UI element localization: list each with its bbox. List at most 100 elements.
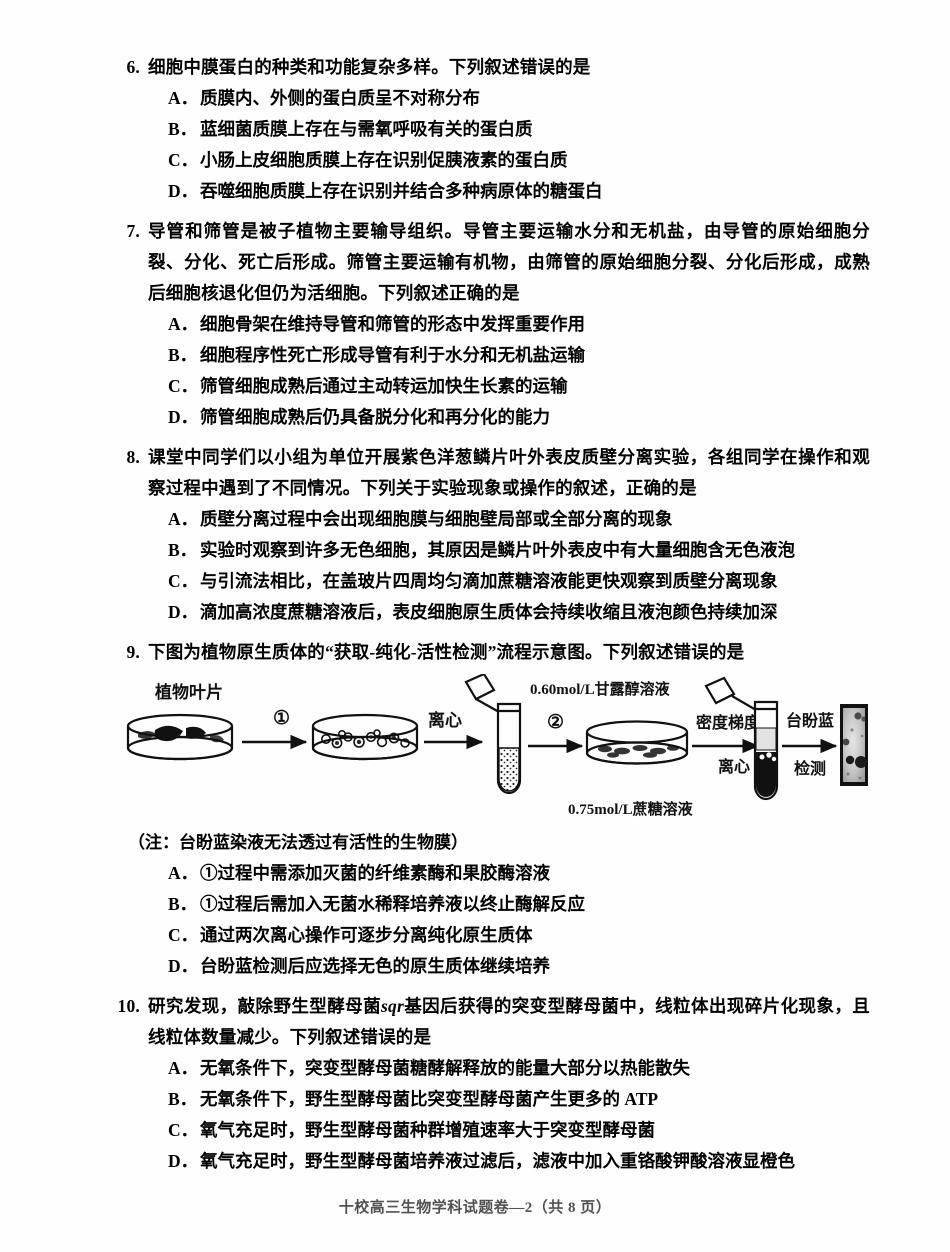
option-6-B-letter: B． (168, 119, 198, 139)
page-footer: 十校高三生物学科试题卷—2（共 8 页） (338, 1200, 612, 1216)
option-9-C-text: 通过两次离心操作可逐步分离纯化原生质体 (200, 925, 533, 945)
option-8-A-text: 质壁分离过程中会出现细胞膜与细胞壁局部或全部分离的现象 (200, 509, 673, 529)
question-8-options: A． 质壁分离过程中会出现细胞膜与细胞壁局部或全部分离的现象 B． 实验时观察到… (110, 504, 870, 628)
question-6-number: 6. (126, 57, 140, 77)
question-8-header: 8. 课堂中同学们以小组为单位开展紫色洋葱鳞片叶外表皮质壁分离实验，各组同学在操… (110, 442, 870, 504)
option-9-B-text: ①过程后需加入无菌水稀释培养液以终止酶解反应 (200, 894, 585, 914)
option-6-D[interactable]: D． 吞噬细胞质膜上存在识别并结合多种病原体的糖蛋白 (110, 176, 870, 207)
option-6-C-text: 小肠上皮细胞质膜上存在识别促胰液素的蛋白质 (200, 150, 568, 170)
option-6-B-text: 蓝细菌质膜上存在与需氧呼吸有关的蛋白质 (200, 119, 533, 139)
question-9-options: A． ①过程中需添加灭菌的纤维素酶和果胶酶溶液 B． ①过程后需加入无菌水稀释培… (110, 858, 870, 982)
question-9-stem: 下图为植物原生质体的“获取-纯化-活性检测”流程示意图。下列叙述错误的是 (148, 642, 745, 662)
question-10-number: 10. (117, 996, 140, 1016)
option-7-B[interactable]: B． 细胞程序性死亡形成导管有利于水分和无机盐运输 (110, 340, 870, 371)
question-8-stem: 课堂中同学们以小组为单位开展紫色洋葱鳞片叶外表皮质壁分离实验，各组同学在操作和观… (148, 447, 870, 498)
tube-2-protoplast-band (759, 752, 777, 762)
option-10-D[interactable]: D． 氧气充足时，野生型酵母菌培养液过滤后，滤液中加入重铬酸钾酸溶液显橙色 (110, 1146, 870, 1177)
option-9-B[interactable]: B． ①过程后需加入无菌水稀释培养液以终止酶解反应 (110, 889, 870, 920)
option-8-D-letter: D． (168, 602, 199, 622)
protoplast-cells-dish (321, 729, 410, 749)
option-8-B[interactable]: B． 实验时观察到许多无色细胞，其原因是鳞片叶外表皮中有大量细胞含无色液泡 (110, 535, 870, 566)
question-6-options: A． 质膜内、外侧的蛋白质呈不对称分布 B． 蓝细菌质膜上存在与需氧呼吸有关的蛋… (110, 83, 870, 207)
option-9-D[interactable]: D． 台盼蓝检测后应选择无色的原生质体继续培养 (110, 951, 870, 982)
option-7-D[interactable]: D． 筛管细胞成熟后仍具备脱分化和再分化的能力 (110, 402, 870, 433)
option-6-A-text: 质膜内、外侧的蛋白质呈不对称分布 (200, 88, 480, 108)
option-6-D-letter: D． (168, 181, 199, 201)
option-10-A-letter: A． (168, 1058, 199, 1078)
option-8-B-letter: B． (168, 540, 198, 560)
question-10-header: 10. 研究发现，敲除野生型酵母菌sqr基因后获得的突变型酵母菌中，线粒体出现碎… (110, 991, 870, 1053)
figure-label-plant-leaf: 植物叶片 (155, 682, 223, 702)
option-10-C[interactable]: C． 氧气充足时，野生型酵母菌种群增殖速率大于突变型酵母菌 (110, 1115, 870, 1146)
tube-1-pellet (499, 748, 519, 791)
option-9-A-text: ①过程中需添加灭菌的纤维素酶和果胶酶溶液 (200, 863, 550, 883)
question-7-header: 7. 导管和筛管是被子植物主要输导组织。导管主要运输水分和无机盐，由导管的原始细… (110, 216, 870, 309)
option-6-C-letter: C． (168, 150, 199, 170)
petri-dish-protoplasts (311, 713, 419, 761)
question-6-header: 6. 细胞中膜蛋白的种类和功能复杂多样。下列叙述错误的是 (110, 52, 870, 83)
option-9-A[interactable]: A． ①过程中需添加灭菌的纤维素酶和果胶酶溶液 (110, 858, 870, 889)
option-7-B-text: 细胞程序性死亡形成导管有利于水分和无机盐运输 (200, 345, 585, 365)
option-6-C[interactable]: C． 小肠上皮细胞质膜上存在识别促胰液素的蛋白质 (110, 145, 870, 176)
question-10-stem-before: 研究发现，敲除野生型酵母菌 (148, 996, 381, 1016)
option-9-C[interactable]: C． 通过两次离心操作可逐步分离纯化原生质体 (110, 920, 870, 951)
option-10-D-text: 氧气充足时，野生型酵母菌培养液过滤后，滤液中加入重铬酸钾酸溶液显橙色 (200, 1151, 795, 1171)
option-8-B-text: 实验时观察到许多无色细胞，其原因是鳞片叶外表皮中有大量细胞含无色液泡 (200, 540, 795, 560)
option-10-B-text: 无氧条件下，野生型酵母菌比突变型酵母菌产生更多的 ATP (200, 1089, 659, 1109)
tube-1-pellet-outline (498, 747, 520, 792)
option-6-A[interactable]: A． 质膜内、外侧的蛋白质呈不对称分布 (110, 83, 870, 114)
option-8-C-letter: C． (168, 571, 199, 591)
option-8-C-text: 与引流法相比，在盖玻片四周均匀滴加蔗糖溶液能更快观察到质壁分离现象 (200, 571, 778, 591)
question-7-options: A． 细胞骨架在维持导管和筛管的形态中发挥重要作用 B． 细胞程序性死亡形成导管… (110, 309, 870, 433)
micrograph-panel (840, 704, 868, 786)
option-10-B[interactable]: B． 无氧条件下，野生型酵母菌比突变型酵母菌产生更多的 ATP (110, 1084, 870, 1115)
option-8-D-text: 滴加高浓度蔗糖溶液后，表皮细胞原生质体会持续收缩且液泡颜色持续加深 (200, 602, 778, 622)
question-6-stem: 细胞中膜蛋白的种类和功能复杂多样。下列叙述错误的是 (148, 57, 591, 77)
option-9-A-letter: A． (168, 863, 199, 883)
leaf-fragments (138, 725, 224, 743)
question-7-number: 7. (126, 221, 140, 241)
option-9-B-letter: B． (168, 894, 198, 914)
figure-label-step1: ① (273, 708, 290, 729)
figure-label-mannitol: 0.60mol/L甘露醇溶液 (530, 680, 671, 698)
question-6: 6. 细胞中膜蛋白的种类和功能复杂多样。下列叙述错误的是 A． 质膜内、外侧的蛋… (110, 52, 870, 207)
option-7-A-text: 细胞骨架在维持导管和筛管的形态中发挥重要作用 (200, 314, 585, 334)
petri-dish-leaves (126, 713, 234, 761)
petri-dish-purified (585, 720, 689, 765)
pipette-1 (464, 674, 500, 713)
option-10-C-letter: C． (168, 1120, 199, 1140)
question-10-gene-name: sqr (381, 996, 404, 1016)
tube-2-band-upper (755, 727, 777, 751)
option-7-C[interactable]: C． 筛管细胞成熟后通过主动转运加快生长素的运输 (110, 371, 870, 402)
question-8-number: 8. (126, 447, 140, 467)
question-10-options: A． 无氧条件下，突变型酵母菌糖酵解释放的能量大部分以热能散失 B． 无氧条件下… (110, 1053, 870, 1177)
option-8-A-letter: A． (168, 509, 199, 529)
option-10-A[interactable]: A． 无氧条件下，突变型酵母菌糖酵解释放的能量大部分以热能散失 (110, 1053, 870, 1084)
option-8-C[interactable]: C． 与引流法相比，在盖玻片四周均匀滴加蔗糖溶液能更快观察到质壁分离现象 (110, 566, 870, 597)
figure-label-density-gradient: 密度梯度 (695, 713, 761, 732)
option-6-A-letter: A． (168, 88, 199, 108)
option-7-C-text: 筛管细胞成熟后通过主动转运加快生长素的运输 (200, 376, 568, 396)
option-8-D[interactable]: D． 滴加高浓度蔗糖溶液后，表皮细胞原生质体会持续收缩且液泡颜色持续加深 (110, 597, 870, 628)
option-9-D-text: 台盼蓝检测后应选择无色的原生质体继续培养 (200, 956, 550, 976)
option-10-D-letter: D． (168, 1151, 199, 1171)
pipette-2 (704, 676, 757, 711)
page-content: 6. 细胞中膜蛋白的种类和功能复杂多样。下列叙述错误的是 A． 质膜内、外侧的蛋… (110, 52, 870, 1186)
option-7-B-letter: B． (168, 345, 198, 365)
question-8: 8. 课堂中同学们以小组为单位开展紫色洋葱鳞片叶外表皮质壁分离实验，各组同学在操… (110, 442, 870, 628)
question-7: 7. 导管和筛管是被子植物主要输导组织。导管主要运输水分和无机盐，由导管的原始细… (110, 216, 870, 433)
question-7-stem: 导管和筛管是被子植物主要输导组织。导管主要运输水分和无机盐，由导管的原始细胞分裂… (148, 221, 870, 303)
protoplast-flow-diagram: 植物叶片 ① (110, 674, 870, 824)
figure-label-trypan-blue-1: 台盼蓝 (786, 711, 834, 730)
figure-label-centrifuge-2: 离心 (718, 757, 750, 776)
option-6-D-text: 吞噬细胞质膜上存在识别并结合多种病原体的糖蛋白 (200, 181, 603, 201)
option-7-A[interactable]: A． 细胞骨架在维持导管和筛管的形态中发挥重要作用 (110, 309, 870, 340)
option-6-B[interactable]: B． 蓝细菌质膜上存在与需氧呼吸有关的蛋白质 (110, 114, 870, 145)
figure-label-centrifuge-1: 离心 (428, 710, 462, 730)
option-8-A[interactable]: A． 质壁分离过程中会出现细胞膜与细胞壁局部或全部分离的现象 (110, 504, 870, 535)
purified-cell-layer (598, 745, 679, 758)
option-10-C-text: 氧气充足时，野生型酵母菌种群增殖速率大于突变型酵母菌 (200, 1120, 655, 1140)
option-7-D-letter: D． (168, 407, 199, 427)
option-10-A-text: 无氧条件下，突变型酵母菌糖酵解释放的能量大部分以热能散失 (200, 1058, 690, 1078)
